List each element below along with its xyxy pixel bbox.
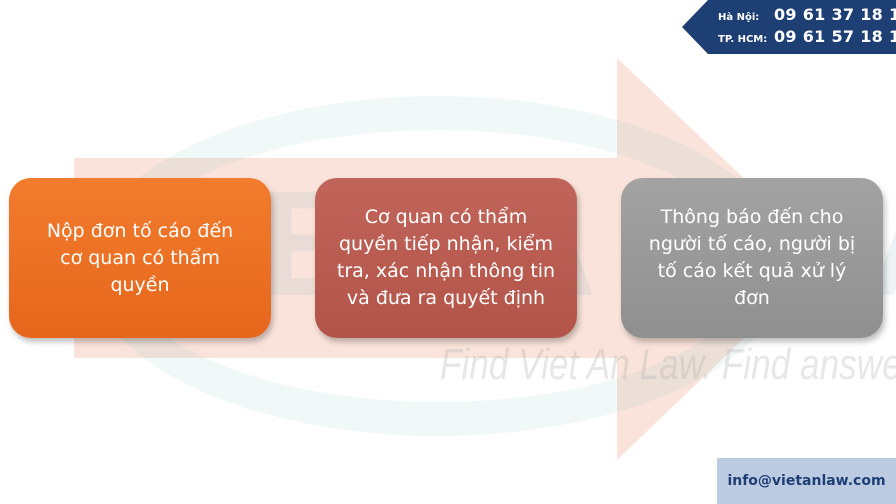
contact-hanoi: Hà Nội: 09 61 37 18 18 [718, 5, 896, 24]
step-2-text: Cơ quan có thẩm quyền tiếp nhận, kiểm tr… [337, 204, 555, 312]
step-1-text: Nộp đơn tố cáo đến cơ quan có thẩm quyền [47, 218, 233, 299]
step-1-line: quyền [110, 273, 170, 296]
step-2-box: Cơ quan có thẩm quyền tiếp nhận, kiểm tr… [315, 178, 577, 338]
hcm-label: TP. HCM: [718, 34, 768, 45]
watermark-tagline: Find Viet An Law. Find answers. [440, 340, 896, 389]
contact-hcm: TP. HCM: 09 61 57 18 18 [718, 27, 896, 46]
step-2-line: Cơ quan có thẩm [364, 206, 528, 228]
step-2-line: và đưa ra quyết định [346, 287, 546, 309]
step-3-box: Thông báo đến cho người tố cáo, người bị… [621, 178, 883, 338]
step-2-line: tra, xác nhận thông tin [336, 260, 556, 282]
step-1-line: cơ quan có thẩm [60, 246, 220, 269]
step-1-box: Nộp đơn tố cáo đến cơ quan có thẩm quyền [9, 178, 271, 338]
step-2-line: quyền tiếp nhận, kiểm [339, 233, 553, 255]
hcm-phone[interactable]: 09 61 57 18 18 [774, 27, 896, 46]
step-3-line: đơn [734, 287, 770, 309]
email-link[interactable]: info@vietanlaw.com [727, 473, 886, 489]
hanoi-label: Hà Nội: [718, 12, 760, 23]
step-1-line: Nộp đơn tố cáo đến [46, 219, 234, 242]
step-3-line: người tố cáo, người bị [648, 233, 856, 255]
step-3-line: tố cáo kết quả xử lý [657, 260, 847, 282]
contact-banner-shape [682, 0, 896, 54]
hanoi-phone[interactable]: 09 61 37 18 18 [774, 5, 896, 24]
contact-banner: Hà Nội: 09 61 37 18 18 TP. HCM: 09 61 57… [682, 0, 896, 54]
step-3-text: Thông báo đến cho người tố cáo, người bị… [649, 204, 855, 312]
step-3-line: Thông báo đến cho [660, 206, 844, 228]
email-bar: info@vietanlaw.com [717, 458, 896, 504]
